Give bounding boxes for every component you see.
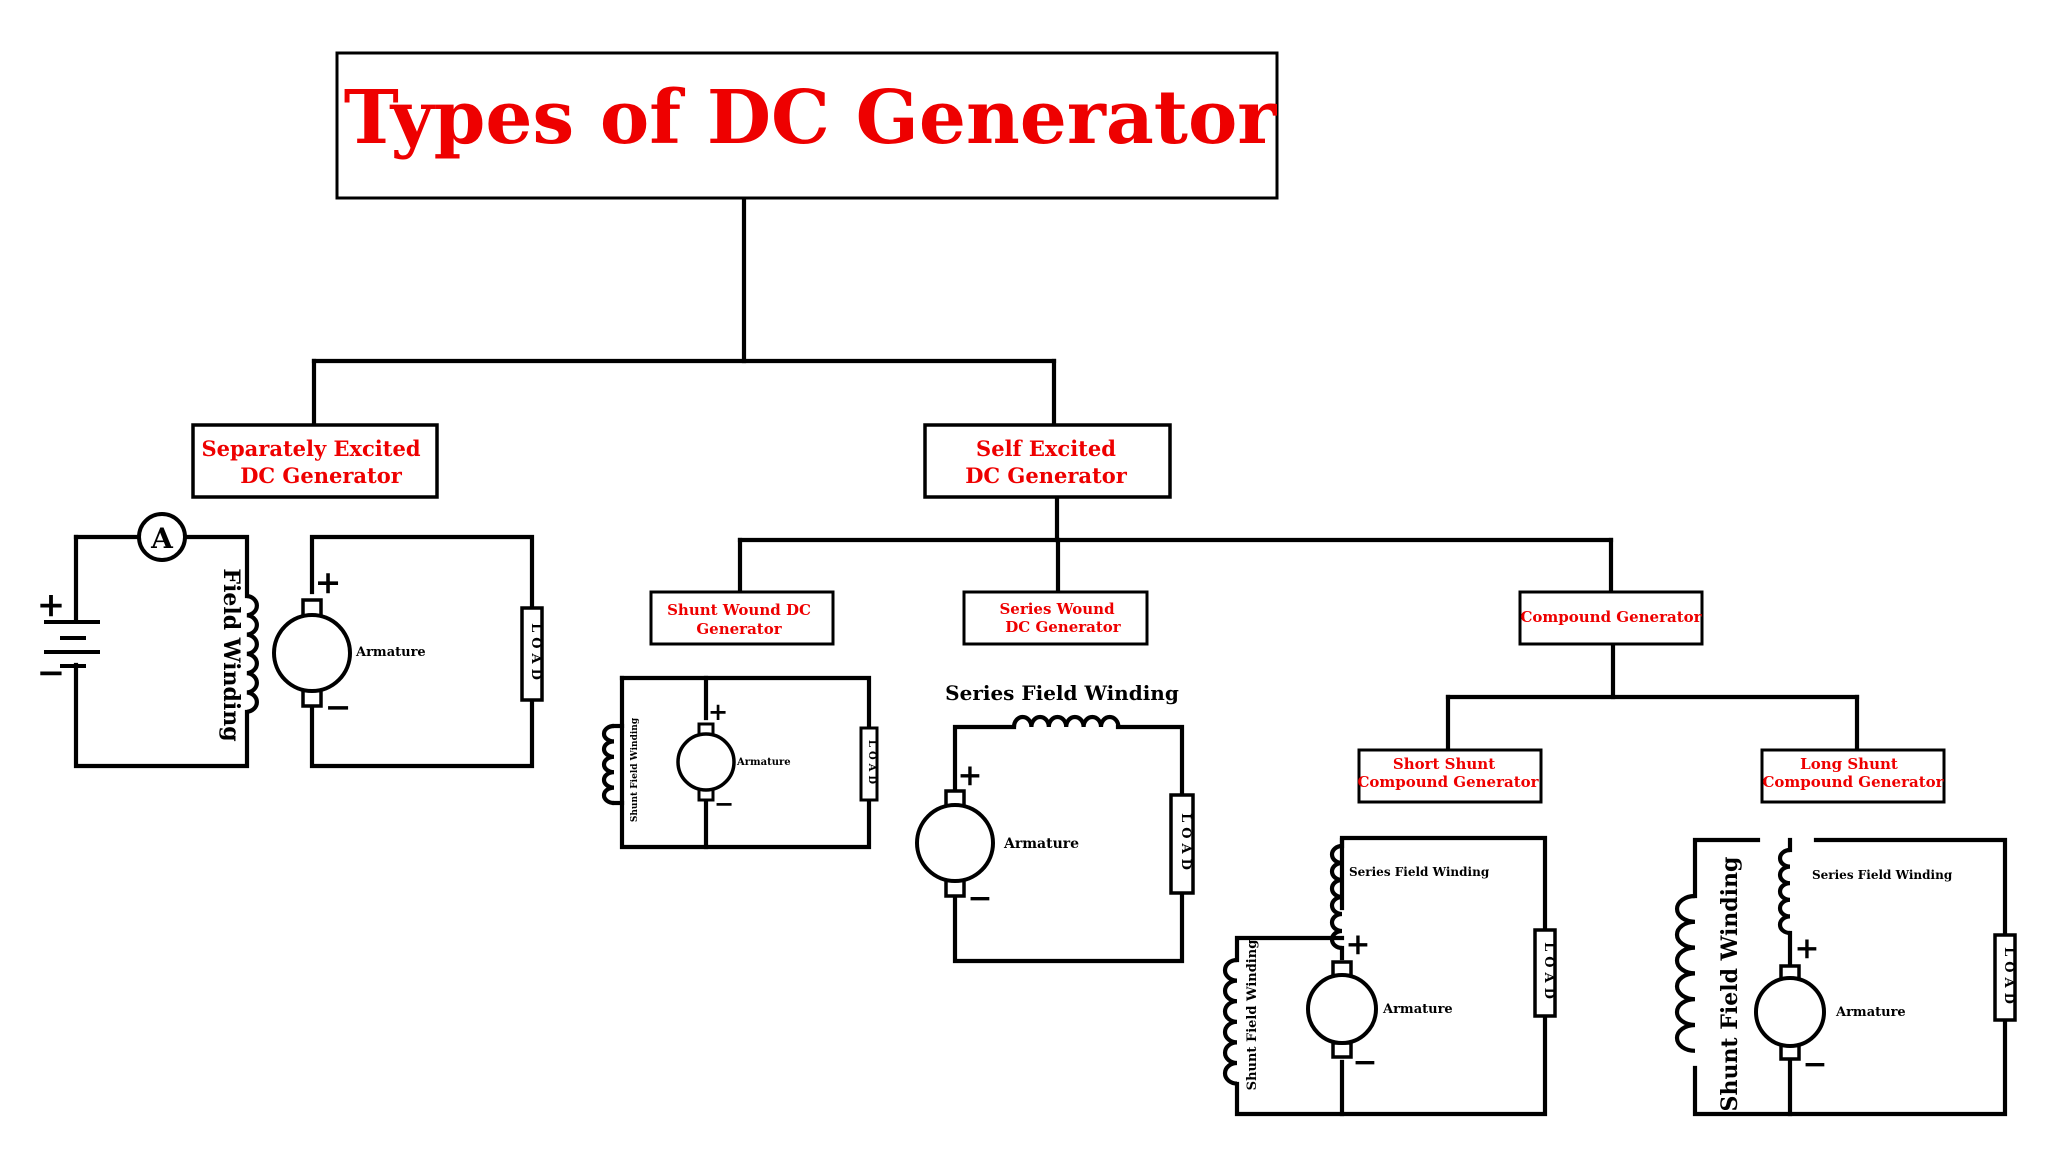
diagram-label: Generator: [696, 620, 782, 638]
node-compound: Compound Generator: [1518, 590, 1704, 646]
series-coil-icon: [1777, 847, 1791, 936]
diagram-label: +: [315, 563, 342, 601]
diagram-label: −: [714, 789, 734, 818]
load-box: LOAD: [520, 606, 544, 702]
diagram-label: LOAD: [2001, 947, 2016, 1009]
diagram-label: +: [957, 758, 982, 793]
circuit-separately-excited: + − A Field Winding + − Armature LOAD: [37, 512, 544, 769]
diagram-label: +: [1345, 927, 1370, 962]
node-long-shunt: Long Shunt Compound Generator: [1760, 748, 1946, 804]
series-field-winding-label: Series Field Winding: [945, 681, 1179, 705]
diagram-label: Shunt Wound DC: [667, 601, 811, 619]
field-winding-coil-icon: [246, 593, 259, 714]
ammeter-icon: A: [137, 512, 187, 562]
node-shunt-wound: Shunt Wound DC Generator: [649, 590, 835, 646]
node-self-excited: Self Excited DC Generator: [923, 423, 1172, 499]
node-short-shunt: Short Shunt Compound Generator: [1357, 748, 1543, 804]
diagram-label: −: [1352, 1045, 1377, 1080]
armature-label: Armature: [1003, 836, 1079, 852]
shunt-field-winding-label: Shunt Field Winding: [1717, 857, 1743, 1112]
node-series-wound: Series Wound DC Generator: [962, 590, 1149, 646]
shunt-coil-icon: [1222, 957, 1238, 1086]
diagram-label: A: [150, 522, 174, 555]
diagram-label: −: [1802, 1047, 1827, 1082]
minus-sign: −: [37, 653, 66, 693]
armature-icon: [1754, 964, 1826, 1061]
load-box: LOAD: [1169, 793, 1195, 895]
diagram-label: Short Shunt: [1393, 755, 1495, 773]
diagram-label: LOAD: [866, 740, 877, 788]
battery-icon: [44, 620, 100, 668]
shunt-field-winding-label: Shunt Field Winding: [630, 717, 640, 822]
diagram-label: LOAD: [1178, 813, 1193, 875]
diagram-label: DC Generator: [240, 463, 403, 488]
shunt-coil-icon: [601, 723, 615, 806]
circuit-short-shunt: Series Field Winding Shunt Field Winding…: [1222, 835, 1557, 1117]
tree-connectors: [311, 195, 1860, 753]
shunt-coil-icon: [1674, 893, 1696, 1053]
diagram-label: Compound Generator: [1520, 608, 1702, 626]
load-box: LOAD: [1533, 928, 1557, 1018]
diagram-label: DC Generator: [965, 463, 1128, 488]
diagram-label: Compound Generator: [1357, 773, 1539, 791]
diagram-label: LOAD: [1541, 942, 1556, 1004]
diagram-label: Compound Generator: [1762, 773, 1944, 791]
diagram-label: −: [325, 688, 352, 726]
shunt-field-winding-label: Shunt Field Winding: [1245, 940, 1260, 1091]
series-field-winding-label: Series Field Winding: [1812, 868, 1953, 882]
diagram-label: Self Excited: [976, 436, 1116, 461]
series-field-winding-label: Series Field Winding: [1349, 865, 1490, 879]
page-title: Types of DC Generator: [344, 75, 1278, 161]
armature-icon: [272, 598, 352, 708]
diagram-label: +: [708, 697, 728, 726]
armature-icon: [676, 722, 736, 802]
diagram-label: −: [967, 881, 992, 916]
armature-icon: [915, 789, 995, 898]
circuit-shunt-wound: Shunt Field Winding + − Armature LOAD: [601, 675, 879, 850]
diagram-label: DC Generator: [1005, 618, 1122, 636]
armature-label: Armature: [736, 757, 791, 768]
series-coil-icon: [1329, 843, 1343, 951]
diagram-label: +: [1794, 931, 1819, 966]
diagram-label: Series Wound: [999, 600, 1115, 618]
armature-label: Armature: [1382, 1002, 1453, 1017]
node-separately-excited: Separately Excited DC Generator: [191, 423, 439, 499]
diagram-label: LOAD: [528, 623, 543, 685]
field-winding-label: Field Winding: [218, 568, 244, 741]
armature-label: Armature: [355, 645, 426, 660]
armature-icon: [1306, 960, 1378, 1059]
load-box: LOAD: [1993, 933, 2017, 1022]
diagram-label: Separately Excited: [201, 436, 420, 461]
circuit-long-shunt: Series Field Winding Shunt Field Winding…: [1674, 837, 2017, 1117]
series-coil-icon: [1011, 714, 1121, 728]
diagram-label: Long Shunt: [1800, 755, 1898, 773]
armature-label: Armature: [1835, 1005, 1906, 1020]
plus-sign: +: [37, 585, 66, 625]
title-box: Types of DC Generator: [335, 51, 1279, 200]
load-box: LOAD: [859, 726, 879, 802]
circuit-series-wound: Series Field Winding + − Armature LOAD: [915, 681, 1195, 964]
